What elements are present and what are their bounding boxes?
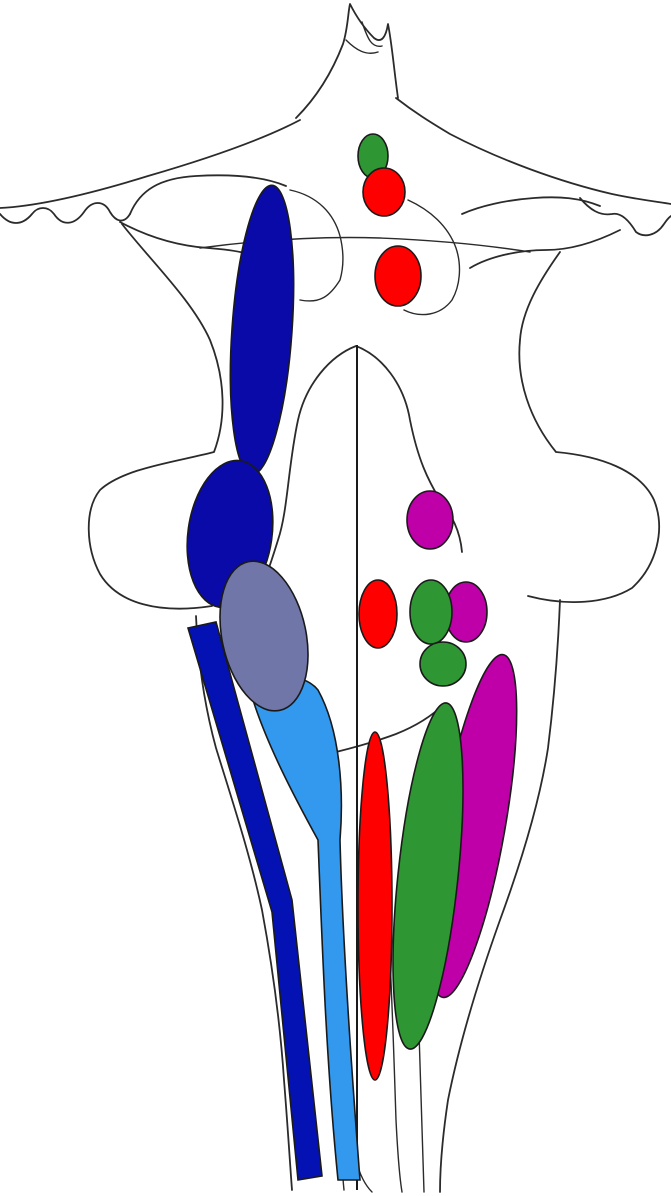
red-top-nucleus: [363, 168, 405, 216]
upper-internal-curve-left: [290, 190, 343, 301]
red-long-column: [358, 732, 392, 1080]
dark-blue-upper-nucleus: [222, 183, 302, 476]
right-lateral-bulge: [519, 252, 659, 602]
top-notch-outline: [296, 4, 398, 118]
top-notch-inner: [346, 22, 382, 53]
magenta-upper-nucleus: [407, 491, 453, 549]
green-lower-nucleus: [420, 642, 466, 686]
red-middle-nucleus: [359, 580, 397, 648]
green-middle-nucleus: [410, 580, 452, 644]
right-cerebellar-peduncle: [462, 197, 620, 268]
left-upper-contour: [0, 120, 300, 208]
right-upper-contour: [396, 98, 671, 204]
red-second-nucleus: [375, 246, 421, 306]
